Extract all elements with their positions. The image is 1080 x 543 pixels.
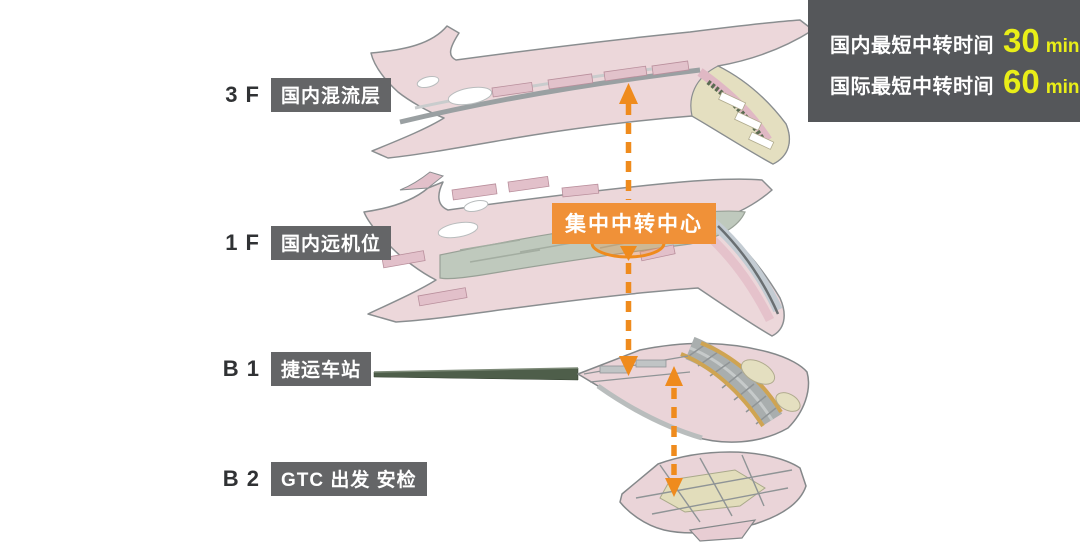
floor-level: 1 F <box>225 230 260 255</box>
transfer-time-unit: min <box>1045 35 1080 57</box>
floor-level: B 1 <box>222 356 260 381</box>
floor-label-1f: 1 F 国内远机位 <box>222 226 392 260</box>
arrow-up-icon <box>665 366 683 386</box>
floor-1f-plan <box>363 171 785 337</box>
floor-name-badge: 国内混流层 <box>271 78 392 112</box>
floor-name-badge: GTC 出发 安检 <box>271 462 427 496</box>
transfer-route-arrows <box>619 83 683 497</box>
transfer-time-value: 60 <box>1003 62 1040 100</box>
floor-label-b1: B 1 捷运车站 <box>222 352 372 386</box>
floor-b1-plan <box>373 336 810 443</box>
floor-name-badge: 捷运车站 <box>271 352 372 386</box>
arrow-down-icon <box>620 246 637 261</box>
arrow-down-icon <box>619 356 638 376</box>
domestic-transfer-time-row: 国内最短中转时间 30 min <box>830 24 1080 58</box>
transfer-time-unit: min <box>1045 76 1080 98</box>
floor-b2-plan <box>619 451 807 542</box>
floor-level: B 2 <box>222 466 260 491</box>
arrow-down-icon <box>665 478 683 497</box>
floor-label-3f: 3 F 国内混流层 <box>222 78 392 112</box>
transfer-time-label: 国际最短中转时间 <box>830 75 994 98</box>
transfer-time-value: 30 <box>1003 21 1040 59</box>
arrow-up-icon <box>619 83 638 104</box>
international-transfer-time-row: 国际最短中转时间 60 min <box>830 65 1080 99</box>
floor-name-badge: 国内远机位 <box>271 226 392 260</box>
floor-3f-plan <box>370 19 814 165</box>
floor-level: 3 F <box>225 82 260 107</box>
floor-label-b2: B 2 GTC 出发 安检 <box>222 462 427 496</box>
transfer-center-badge: 集中中转中心 <box>552 203 716 244</box>
transfer-time-panel: 国内最短中转时间 30 min 国际最短中转时间 60 min <box>808 0 1080 122</box>
transfer-time-label: 国内最短中转时间 <box>830 34 994 57</box>
